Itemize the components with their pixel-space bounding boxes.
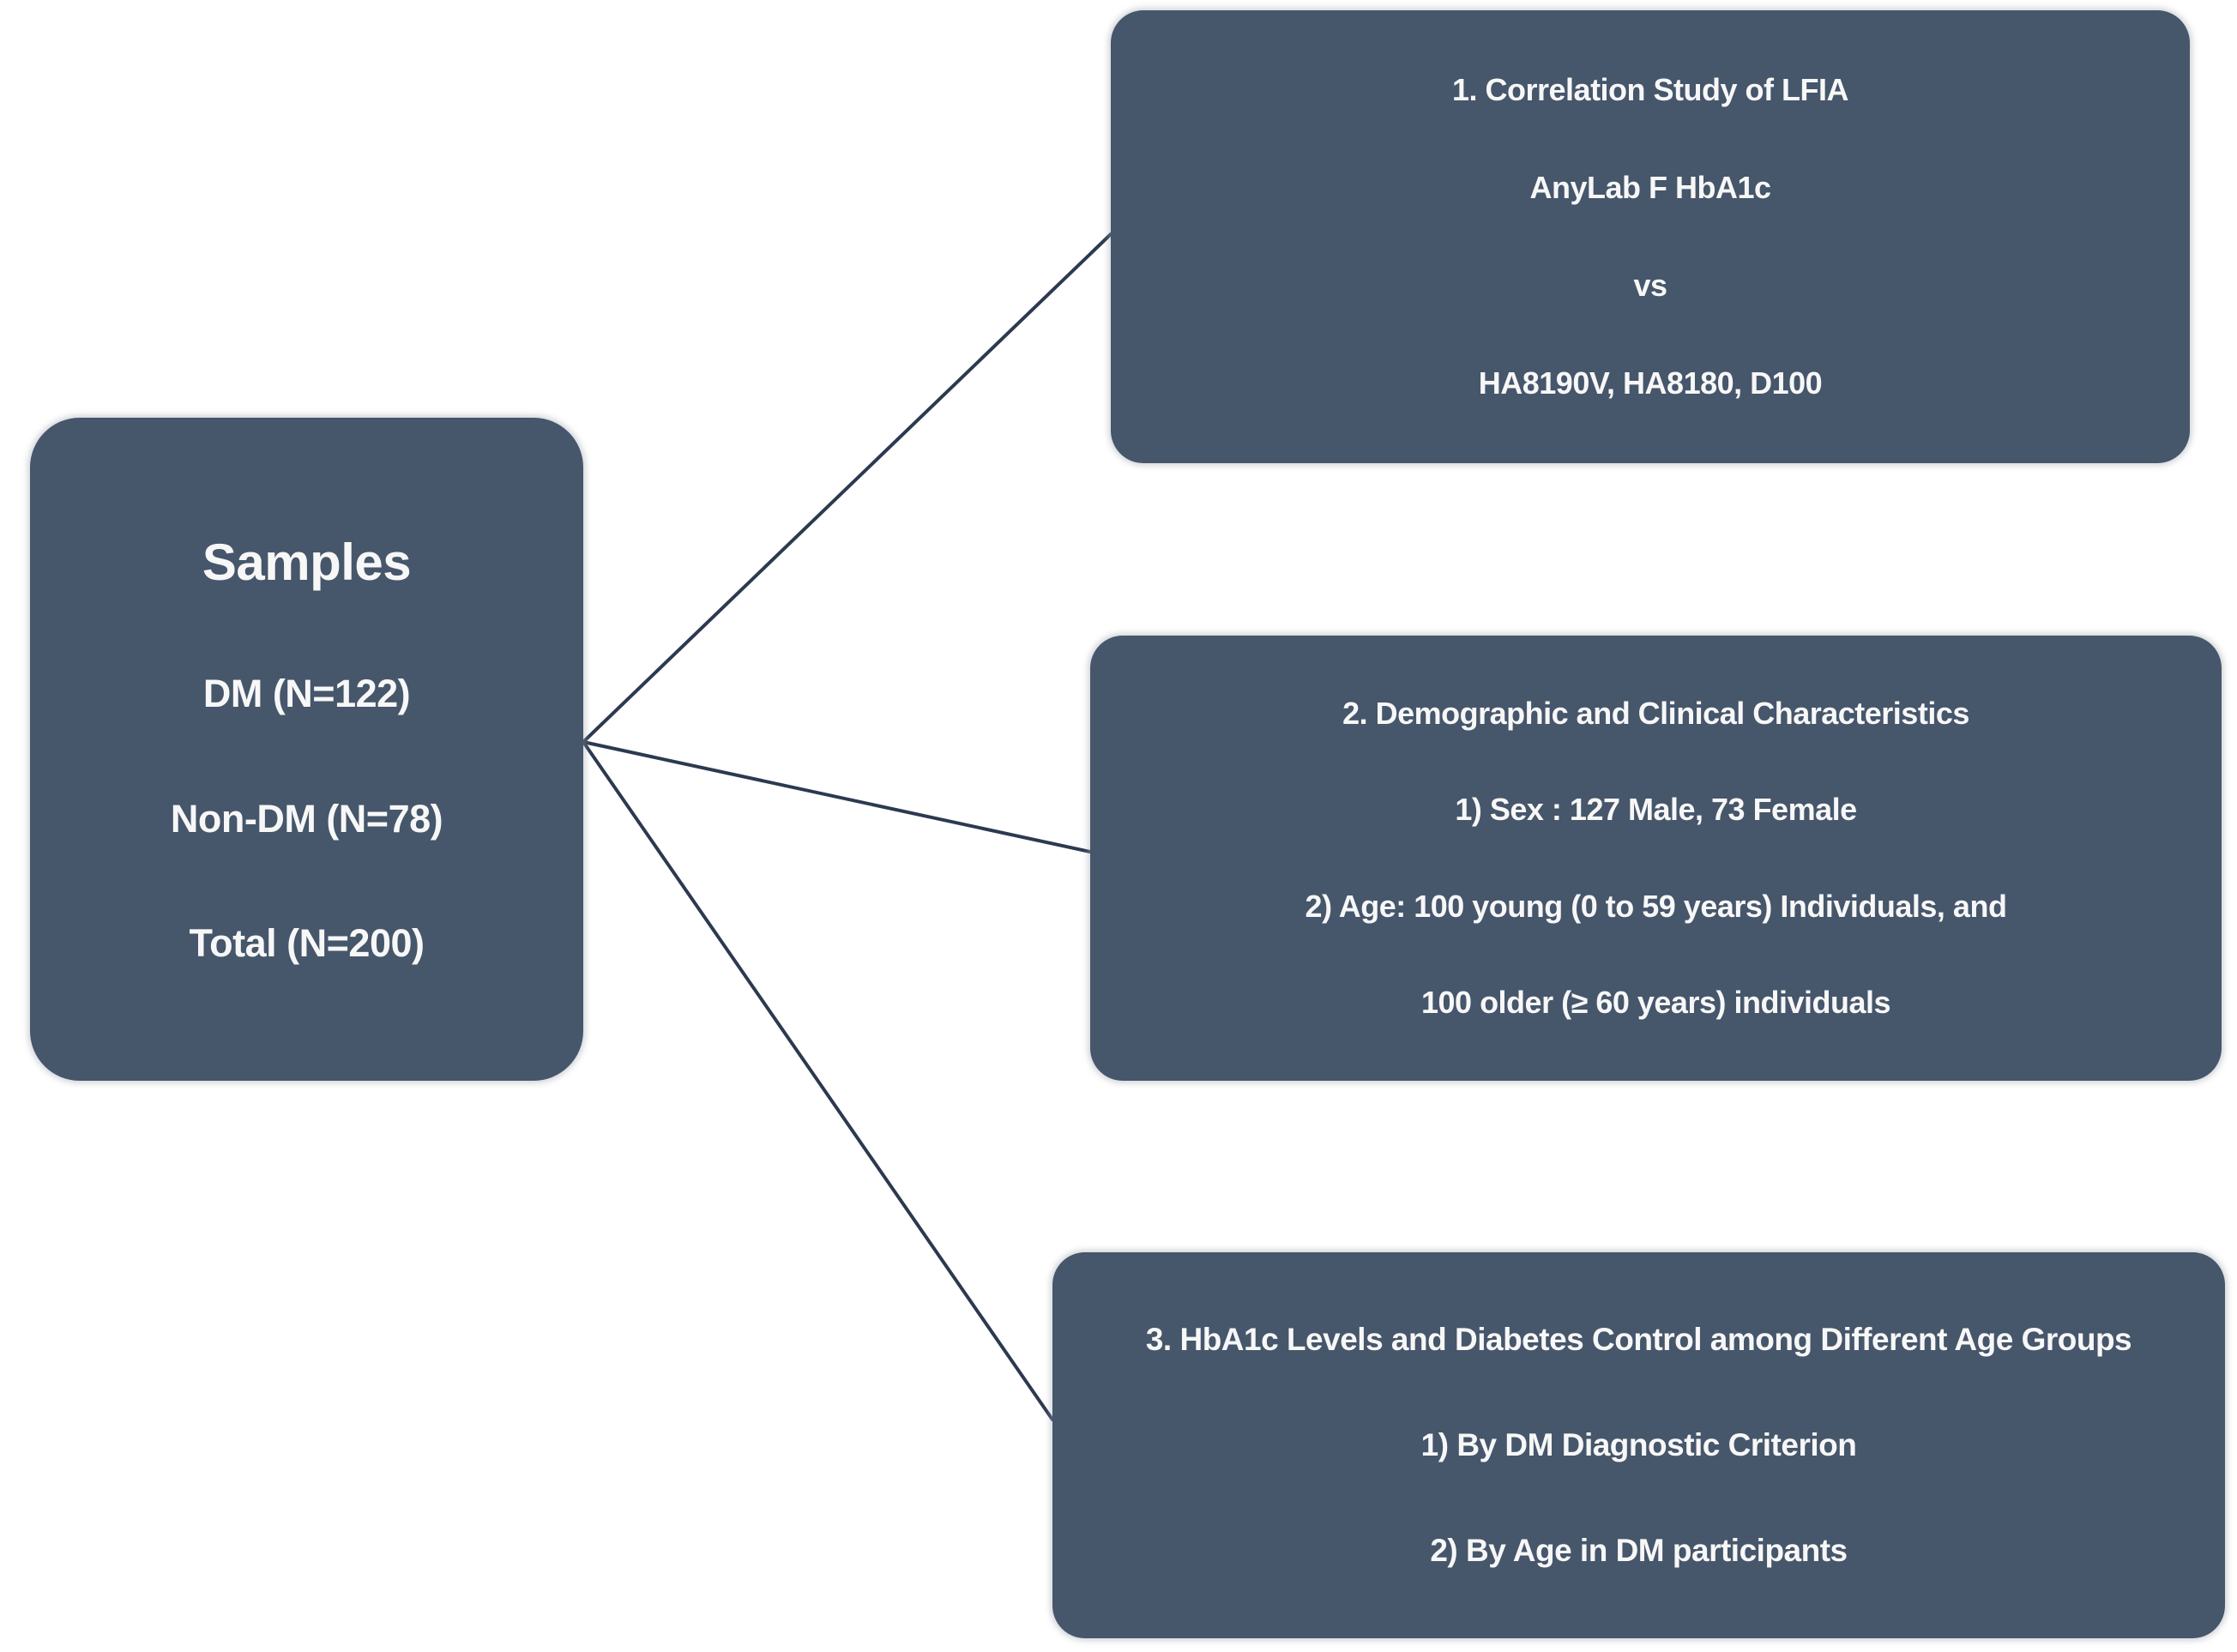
samples-line-dm: DM (N=122) [202, 672, 411, 716]
samples-line-total: Total (N=200) [189, 921, 425, 966]
branch1-line-anylab: AnyLab F HbA1c [1529, 170, 1771, 205]
connector-line-top [582, 232, 1112, 744]
branch1-line-vs: vs [1633, 268, 1667, 303]
branch2-line-age-young: 2) Age: 100 young (0 to 59 years) Indivi… [1305, 888, 2007, 924]
branch-node-hba1c-levels: 3. HbA1c Levels and Diabetes Control amo… [1052, 1252, 2225, 1638]
branch2-line-age-older: 100 older (≥ 60 years) individuals [1421, 984, 1891, 1020]
branch2-title: 2. Demographic and Clinical Characterist… [1342, 696, 1969, 732]
connector-line-middle [582, 740, 1092, 853]
branch3-title: 3. HbA1c Levels and Diabetes Control amo… [1145, 1322, 2132, 1357]
branch2-line-sex: 1) Sex : 127 Male, 73 Female [1455, 792, 1857, 828]
connector-line-bottom [582, 740, 1054, 1421]
branch3-line-criterion: 1) By DM Diagnostic Criterion [1420, 1427, 1857, 1462]
branch-node-demographics: 2. Demographic and Clinical Characterist… [1090, 636, 2222, 1081]
samples-line-nondm: Non-DM (N=78) [170, 796, 443, 841]
branch1-title: 1. Correlation Study of LFIA [1451, 72, 1849, 107]
samples-title: Samples [202, 533, 412, 591]
samples-node: Samples DM (N=122) Non-DM (N=78) Total (… [30, 418, 583, 1081]
branch1-line-comparators: HA8190V, HA8180, D100 [1478, 365, 1823, 401]
branch-node-correlation-study: 1. Correlation Study of LFIA AnyLab F Hb… [1111, 10, 2190, 463]
branch3-line-age: 2) By Age in DM participants [1430, 1533, 1848, 1568]
